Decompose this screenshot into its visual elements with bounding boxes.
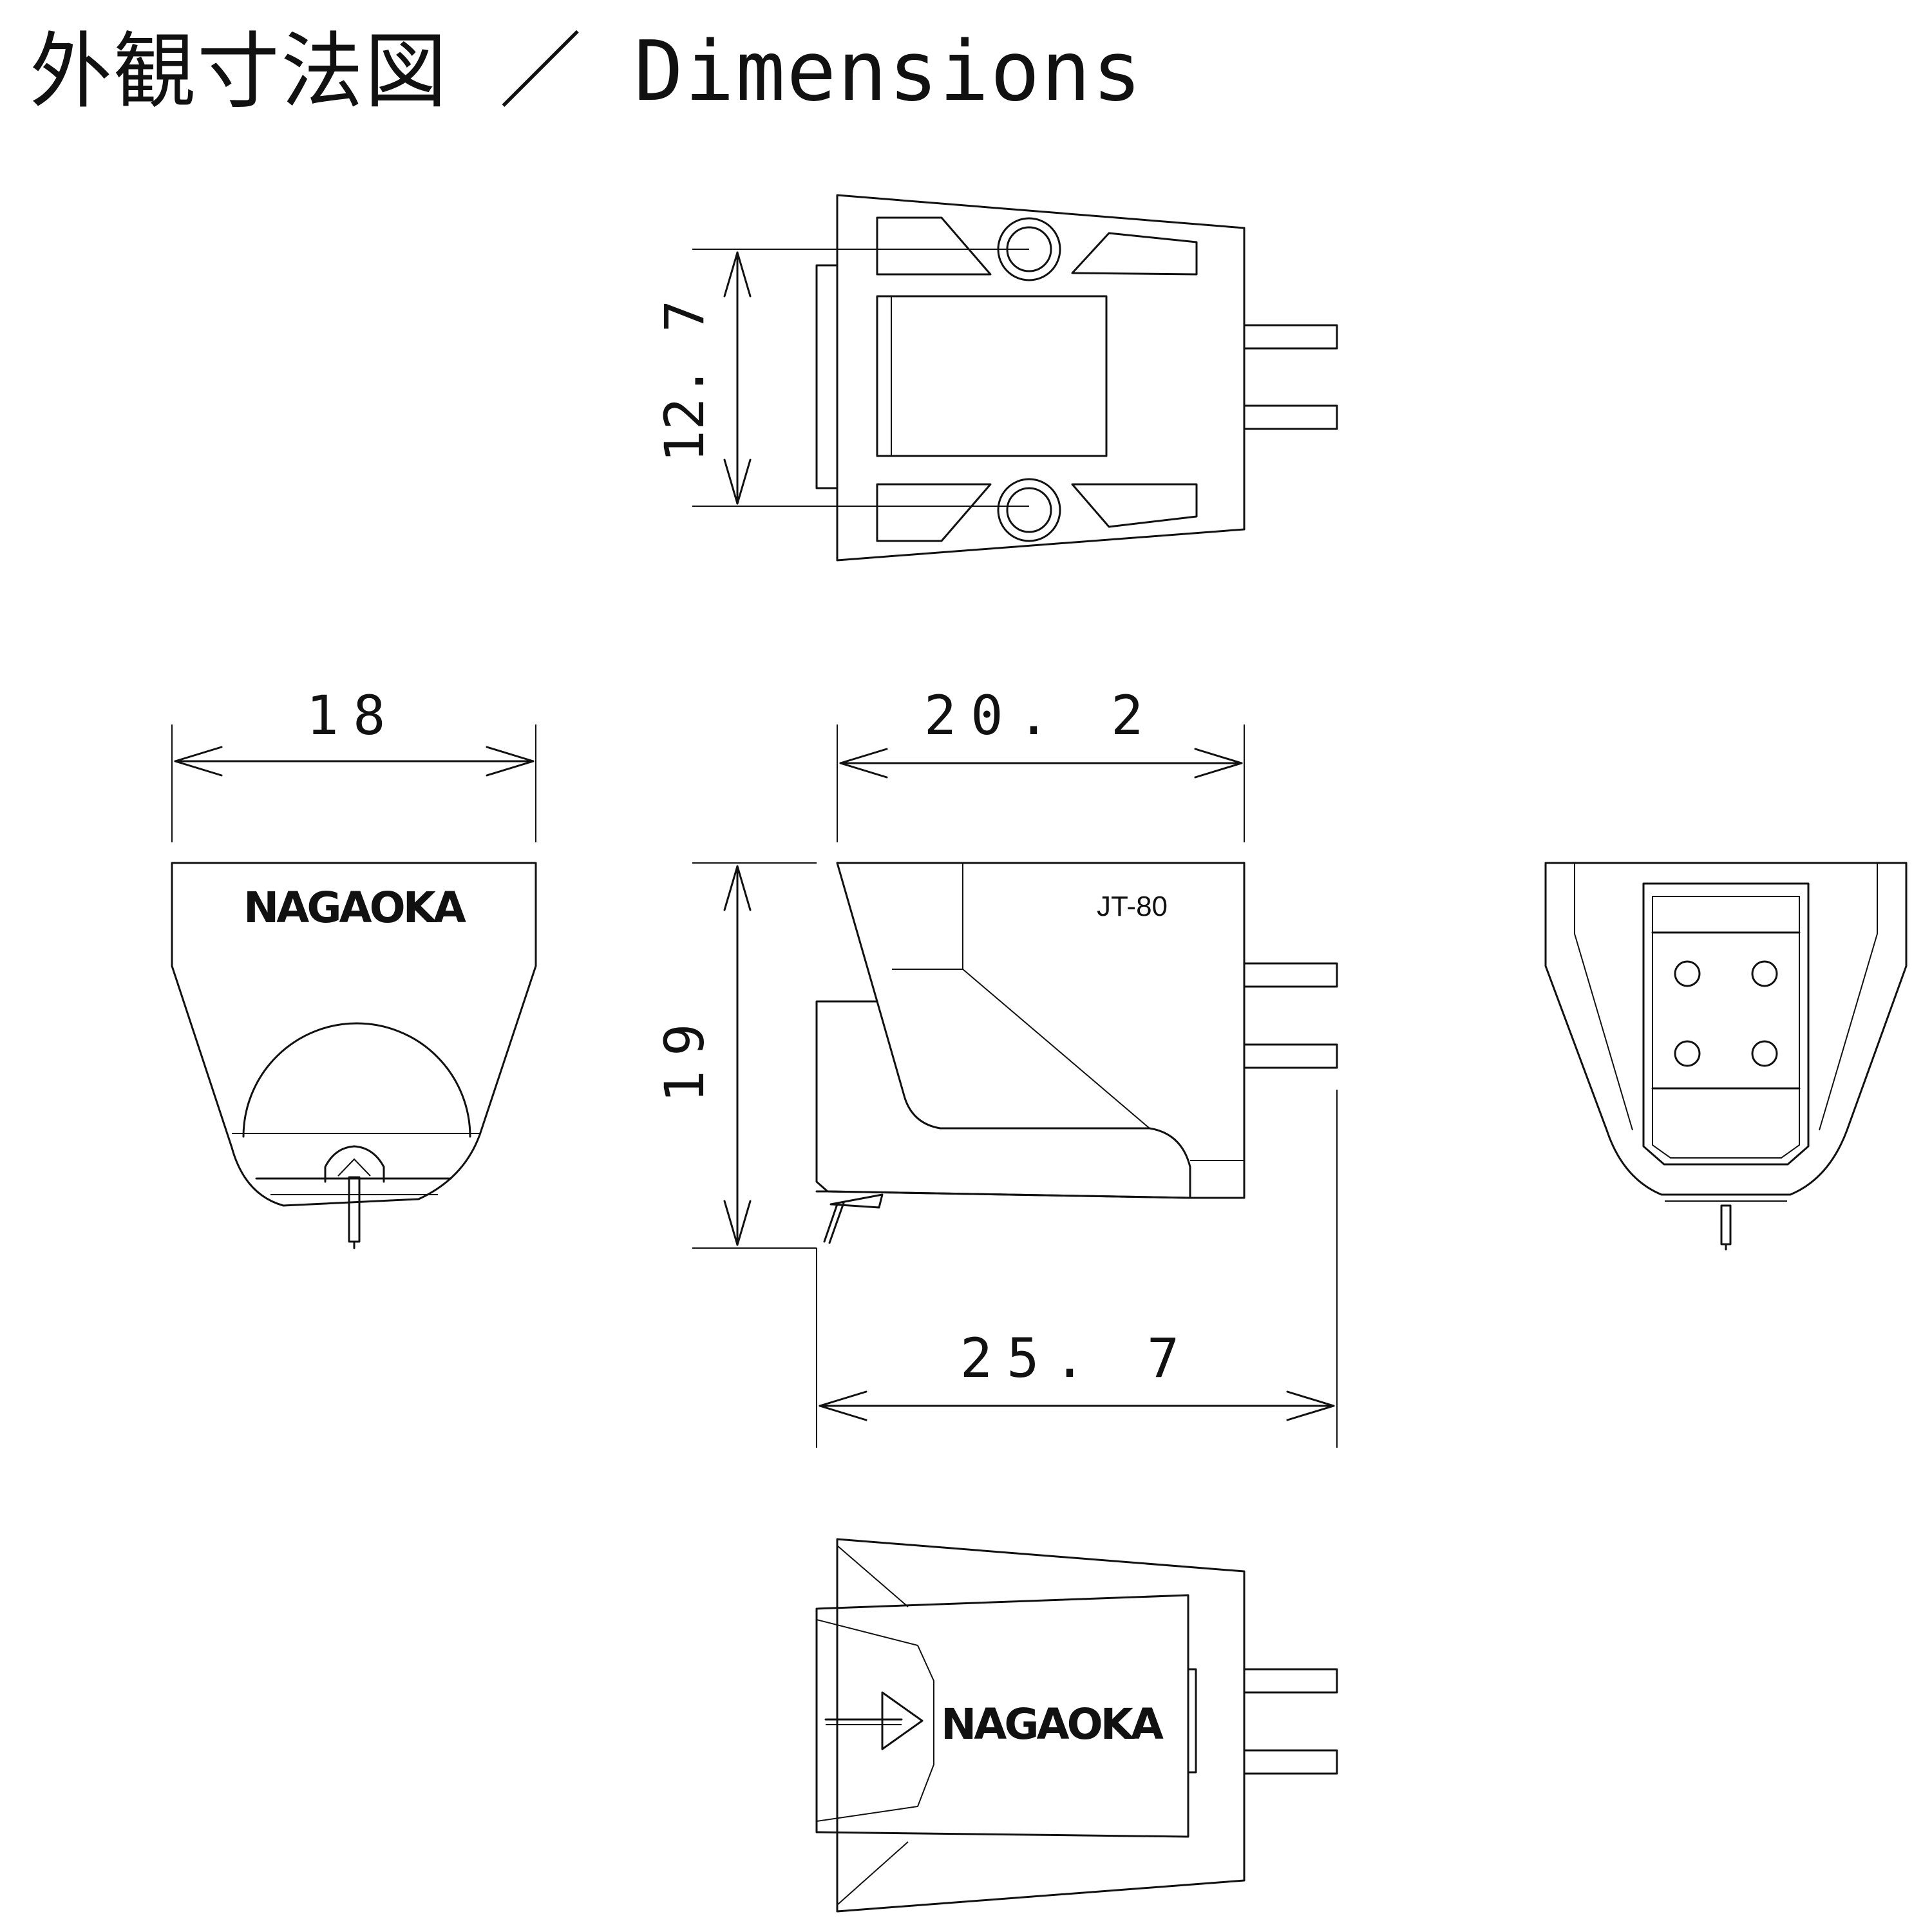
dim-width-top: 12. 7 bbox=[653, 300, 716, 463]
bottom-view: NAGAOKA bbox=[815, 1538, 1338, 1913]
dim-overall-length: 25. 7 bbox=[960, 1327, 1194, 1390]
dim-front-width: 18 bbox=[306, 684, 399, 747]
front-view: 18 NAGAOKA bbox=[171, 684, 537, 1249]
model-label: JT-80 bbox=[1097, 891, 1168, 922]
brand-bottom: NAGAOKA bbox=[941, 1700, 1164, 1749]
side-view: 20. 2 19 JT-80 25. 7 bbox=[653, 684, 1338, 1448]
rear-view bbox=[1544, 862, 1908, 1251]
brand-front: NAGAOKA bbox=[243, 883, 466, 933]
page-title: 外観寸法図 ／ Dimensions bbox=[30, 24, 1143, 120]
top-view: 12. 7 bbox=[653, 194, 1338, 562]
dim-body-length: 20. 2 bbox=[924, 684, 1158, 747]
dim-height: 19 bbox=[653, 1009, 716, 1103]
